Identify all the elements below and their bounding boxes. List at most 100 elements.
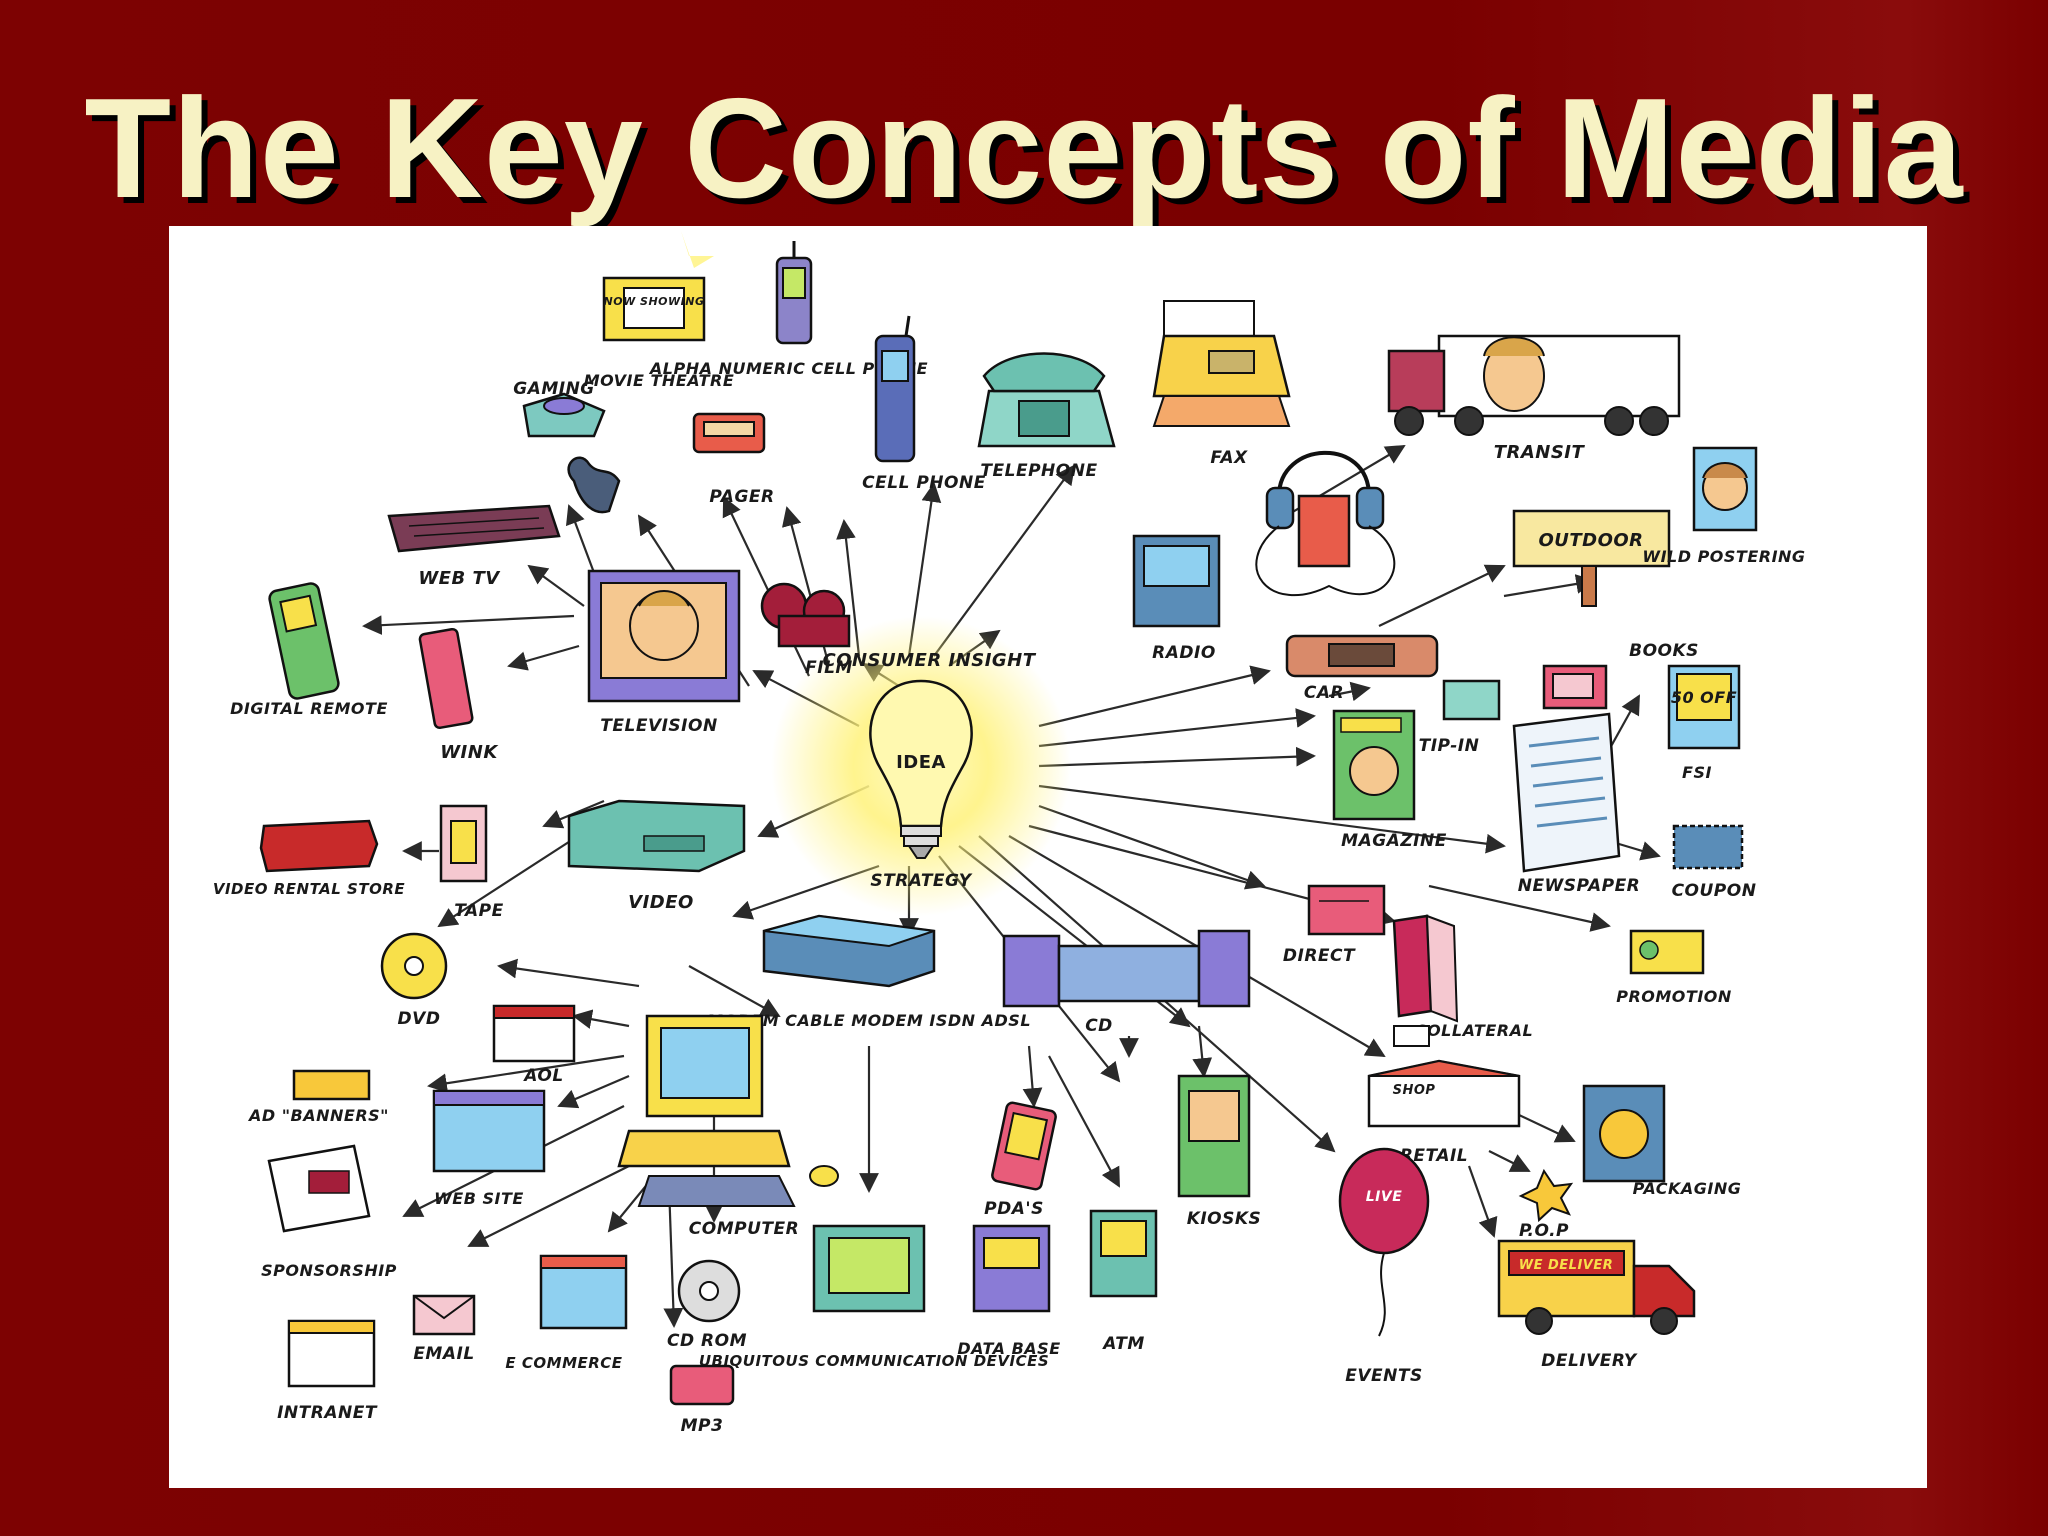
mp3-label: MP3	[681, 1416, 724, 1436]
web-tv-label: WEB TV	[418, 568, 501, 589]
cd-stereo-icon	[1002, 929, 1251, 1008]
sponsorship-icon	[267, 1144, 371, 1233]
strategy-label: STRATEGY	[870, 871, 972, 891]
tape-icon	[439, 804, 488, 883]
gamepad-icon	[567, 456, 621, 514]
car-label: CAR	[1304, 683, 1344, 703]
arrow-to-magazine	[1038, 746, 1316, 768]
promotion-icon	[1629, 929, 1705, 975]
shop-label: SHOP	[1393, 1083, 1436, 1098]
magazine-label: MAGAZINE	[1341, 831, 1447, 851]
remote-icon	[268, 582, 340, 700]
promotion-label: PROMOTION	[1616, 987, 1732, 1006]
shop-icon: SHOP	[1367, 1025, 1521, 1128]
consumer-insight-label: CONSUMER INSIGHT	[822, 650, 1036, 671]
tip-in-icon	[1442, 679, 1501, 721]
cell-phone-icon	[874, 315, 916, 463]
television-icon	[587, 569, 741, 703]
packaging-label: PACKAGING	[1633, 1179, 1742, 1198]
transit-label: TRANSIT	[1494, 442, 1586, 463]
pop-star-icon	[1518, 1168, 1574, 1223]
aol-label: AOL	[522, 1066, 563, 1086]
web-tv-keyboard-icon	[387, 504, 561, 553]
video-rental-store-label: VIDEO RENTAL STORE	[213, 880, 406, 898]
kiosks-label: KIOSKS	[1187, 1209, 1262, 1229]
we-deliver-label: WE DELIVER	[1519, 1258, 1614, 1273]
kiosk-icon	[1177, 1074, 1251, 1198]
database-icon	[972, 1224, 1051, 1313]
tape-label: TAPE	[454, 901, 504, 921]
coupon-label: COUPON	[1672, 881, 1757, 901]
alpha-numeric-label: ALPHA NUMERIC CELL PHONE	[648, 359, 928, 378]
film-camera-icon	[760, 582, 851, 648]
modem-icon	[762, 914, 936, 988]
fax-icon	[1152, 300, 1291, 427]
collateral-brochure-icon	[1392, 914, 1459, 1023]
events-label: EVENTS	[1345, 1366, 1422, 1386]
tip-in-label: TIP-IN	[1419, 736, 1480, 756]
pdas-label: PDA'S	[984, 1199, 1044, 1219]
arrow-to-pop	[1488, 1150, 1531, 1172]
arrow-to-outdoor	[1378, 564, 1506, 627]
billboard-icon: OUTDOOR	[1512, 509, 1671, 607]
ecommerce-window-icon	[539, 1254, 628, 1330]
telephone-icon	[977, 352, 1116, 448]
arrow-to-mp3	[663, 1185, 684, 1328]
newspaper-label: NEWSPAPER	[1518, 876, 1641, 896]
arrow-to-email	[467, 1160, 640, 1247]
aol-window-icon	[492, 1004, 576, 1063]
arrow-to-pdas	[1022, 1045, 1043, 1108]
arrow-to-tip-in	[1328, 681, 1371, 702]
wild-postering-label: WILD POSTERING	[1642, 547, 1805, 566]
alpha-phone-icon	[775, 241, 813, 345]
video-label: VIDEO	[628, 892, 694, 913]
radio-label: RADIO	[1152, 643, 1216, 663]
digital-remote-label: DIGITAL REMOTE	[230, 699, 388, 718]
cd-label: CD	[1085, 1016, 1113, 1036]
film-label: FILM	[805, 658, 853, 678]
delivery-truck-icon: WE DELIVER	[1497, 1239, 1696, 1335]
magazine-icon	[1332, 709, 1416, 821]
atm-label: ATM	[1101, 1334, 1145, 1354]
ubiquitous-label: UBIQUITOUS COMMUNICATION DEVICES	[699, 1352, 1049, 1370]
arrow-to-wink	[507, 644, 580, 671]
modem-label: MODEM CABLE MODEM ISDN ADSL	[707, 1011, 1031, 1030]
ad-banners-label: AD "BANNERS"	[247, 1106, 389, 1125]
collateral-label: COLLATERAL	[1415, 1021, 1533, 1040]
dvd-disc-icon	[380, 932, 448, 1000]
cell-phone-label: CELL PHONE	[862, 473, 986, 493]
poster-face-icon	[1692, 446, 1758, 532]
arrow-to-car	[1038, 665, 1271, 728]
slide-title: The Key Concepts of Media	[84, 69, 1964, 228]
delivery-label: DELIVERY	[1541, 1351, 1638, 1371]
game-console-icon	[522, 392, 606, 438]
dvd-label: DVD	[398, 1009, 441, 1029]
sponsorship-label: SPONSORSHIP	[261, 1261, 397, 1280]
arrow-to-web-site	[557, 1074, 630, 1109]
wink-remote-icon	[418, 627, 474, 730]
computer-icon	[617, 1014, 839, 1207]
direct-mail-icon	[1307, 884, 1386, 936]
web-site-label: WEB SITE	[434, 1189, 524, 1208]
movie-marquee-icon: NOW SHOWING	[602, 231, 714, 342]
now-showing-label: NOW SHOWING	[604, 295, 705, 308]
gaming-label: GAMING	[513, 379, 595, 399]
arrow-to-newspaper	[1038, 784, 1506, 854]
arrow-to-digital-remote	[362, 614, 575, 636]
lightbulb-icon	[771, 616, 1071, 916]
email-label: EMAIL	[413, 1344, 474, 1364]
website-window-icon	[432, 1089, 546, 1173]
mp3-player-icon	[669, 1364, 735, 1406]
balloon-icon: LIVE	[1338, 1147, 1430, 1337]
books-label: BOOKS	[1629, 641, 1699, 661]
live-label: LIVE	[1366, 1189, 1403, 1205]
pager-label: PAGER	[709, 487, 774, 507]
arrows-group	[362, 444, 1661, 1328]
atm-icon	[1089, 1209, 1158, 1298]
arrow-to-books	[1038, 708, 1316, 748]
coupon-icon	[1672, 824, 1744, 870]
packaging-icon	[1582, 1084, 1666, 1183]
retail-label: RETAIL	[1400, 1146, 1468, 1166]
radio-icon	[1132, 534, 1221, 628]
car-stereo-icon	[1285, 634, 1439, 678]
